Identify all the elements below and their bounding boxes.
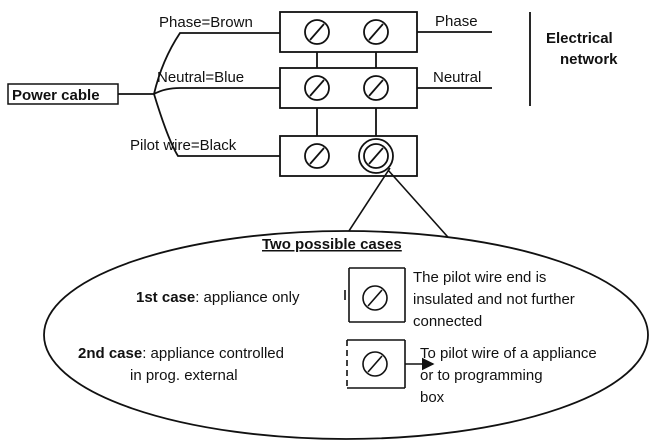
neutral-terminal-block [279, 67, 418, 109]
cases-title: Two possible cases [262, 236, 402, 253]
case2-note-line2: or to programming [420, 367, 543, 384]
screw-icon [304, 143, 330, 169]
case1-terminal [344, 267, 406, 323]
terminal-blocks [279, 11, 418, 177]
case1-description: 1st case: appliance only [136, 289, 300, 306]
case2-description-line1: 2nd case: appliance controlled [78, 345, 284, 362]
phase-wire-label: Phase=Brown [159, 14, 253, 31]
case1-note-line1: The pilot wire end is [413, 269, 546, 286]
case2-terminal [346, 339, 435, 389]
case1-note-line3: connected [413, 313, 482, 330]
electrical-network-title-line1: Electrical [546, 30, 613, 47]
electrical-network-title-line2: network [560, 51, 618, 68]
neutral-wire-label: Neutral=Blue [157, 69, 244, 86]
terminal-screws [304, 19, 394, 174]
pilot-terminal-block [279, 135, 418, 177]
case1-text: : appliance only [195, 289, 300, 306]
network-phase-label: Phase [435, 13, 478, 30]
phase-terminal-block [279, 11, 418, 53]
screw-icon [362, 351, 388, 377]
screw-icon [363, 75, 389, 101]
case2-note-line1: To pilot wire of a appliance [420, 345, 597, 362]
case2-description-line2: in prog. external [130, 367, 238, 384]
case2-prefix: 2nd case [78, 345, 142, 362]
network-wires [417, 12, 531, 106]
case1-note-line2: insulated and not further [413, 291, 575, 308]
network-neutral-label: Neutral [433, 69, 481, 86]
case1-prefix: 1st case [136, 289, 195, 306]
case2-note-line3: box [420, 389, 445, 406]
highlighted-screw-icon [358, 138, 394, 174]
power-cable-label: Power cable [12, 87, 100, 104]
screw-icon [304, 75, 330, 101]
cases-ellipse [43, 230, 649, 440]
case2-text-line1: : appliance controlled [142, 345, 284, 362]
screw-icon [304, 19, 330, 45]
screw-icon [363, 19, 389, 45]
power-cable-wires [118, 32, 280, 157]
pilot-wire-label: Pilot wire=Black [130, 137, 237, 154]
screw-icon [362, 285, 388, 311]
